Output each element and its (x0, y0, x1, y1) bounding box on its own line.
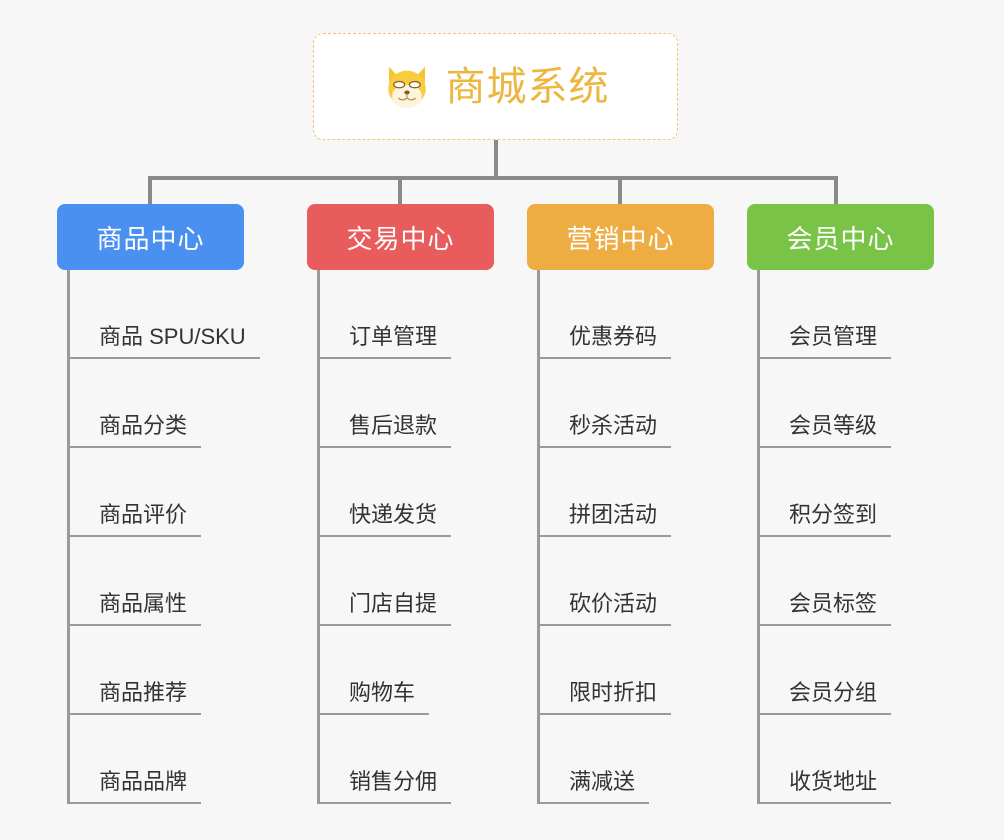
branch-items-1: 订单管理 售后退款 快递发货 门店自提 购物车 销售分佣 (307, 270, 494, 804)
list-item[interactable]: 优惠券码 (539, 270, 714, 359)
branch-header-label: 交易中心 (346, 223, 455, 254)
connector-drop-3 (618, 176, 622, 208)
branch-header-label: 商品中心 (96, 223, 205, 254)
list-item[interactable]: 会员等级 (759, 359, 934, 448)
branch-header-1[interactable]: 交易中心 (307, 204, 494, 270)
root-title: 商城系统 (445, 64, 610, 109)
list-item-label: 收货地址 (759, 769, 892, 804)
branch-column-3: 会员中心 会员管理 会员等级 积分签到 会员标签 会员分组 收货地址 (747, 204, 934, 804)
list-item[interactable]: 拼团活动 (539, 448, 714, 537)
list-item[interactable]: 商品 SPU/SKU (69, 270, 260, 359)
list-item-label: 销售分佣 (319, 769, 452, 804)
list-item-label: 会员管理 (759, 324, 892, 359)
connector-drop-4 (834, 176, 838, 208)
shiba-dog-icon (387, 66, 426, 108)
connector-root-stem (494, 140, 498, 178)
list-item-label: 商品品牌 (69, 769, 202, 804)
list-item[interactable]: 商品属性 (69, 537, 244, 626)
list-item-label: 优惠券码 (539, 324, 672, 359)
list-item[interactable]: 商品分类 (69, 359, 244, 448)
list-item[interactable]: 门店自提 (319, 537, 494, 626)
list-item[interactable]: 会员标签 (759, 537, 934, 626)
connector-drop-2 (398, 176, 402, 208)
branch-items-3: 会员管理 会员等级 积分签到 会员标签 会员分组 收货地址 (747, 270, 934, 804)
list-item[interactable]: 售后退款 (319, 359, 494, 448)
branch-column-2: 营销中心 优惠券码 秒杀活动 拼团活动 砍价活动 限时折扣 满减送 (527, 204, 714, 804)
connector-horizontal-bus (148, 176, 834, 180)
list-item-label: 售后退款 (319, 413, 452, 448)
list-item[interactable]: 收货地址 (759, 715, 934, 804)
list-item[interactable]: 订单管理 (319, 270, 494, 359)
list-item[interactable]: 会员管理 (759, 270, 934, 359)
branch-header-0[interactable]: 商品中心 (57, 204, 244, 270)
list-item-label: 拼团活动 (539, 502, 672, 537)
list-item-label: 订单管理 (319, 324, 452, 359)
list-item[interactable]: 商品评价 (69, 448, 244, 537)
branch-spine (537, 270, 540, 804)
list-item-label: 砍价活动 (539, 591, 672, 626)
branch-header-label: 营销中心 (566, 223, 675, 254)
branch-header-3[interactable]: 会员中心 (747, 204, 934, 270)
list-item-label: 商品推荐 (69, 680, 202, 715)
list-item[interactable]: 满减送 (539, 715, 714, 804)
list-item[interactable]: 购物车 (319, 626, 494, 715)
list-item[interactable]: 限时折扣 (539, 626, 714, 715)
list-item[interactable]: 秒杀活动 (539, 359, 714, 448)
list-item-label: 会员标签 (759, 591, 892, 626)
list-item[interactable]: 积分签到 (759, 448, 934, 537)
branch-items-2: 优惠券码 秒杀活动 拼团活动 砍价活动 限时折扣 满减送 (527, 270, 714, 804)
connector-drop-1 (148, 176, 152, 208)
list-item-label: 商品评价 (69, 502, 202, 537)
branch-spine (757, 270, 760, 804)
list-item-label: 快递发货 (319, 502, 452, 537)
branch-spine (317, 270, 320, 804)
list-item[interactable]: 商品品牌 (69, 715, 244, 804)
list-item[interactable]: 销售分佣 (319, 715, 494, 804)
list-item-label: 满减送 (539, 769, 650, 804)
list-item[interactable]: 商品推荐 (69, 626, 244, 715)
list-item-label: 商品属性 (69, 591, 202, 626)
list-item[interactable]: 会员分组 (759, 626, 934, 715)
branch-header-2[interactable]: 营销中心 (527, 204, 714, 270)
list-item-label: 限时折扣 (539, 680, 672, 715)
branch-spine (67, 270, 70, 804)
list-item-label: 秒杀活动 (539, 413, 672, 448)
list-item-label: 购物车 (319, 680, 430, 715)
branch-column-0: 商品中心 商品 SPU/SKU 商品分类 商品评价 商品属性 商品推荐 商品品牌 (57, 204, 260, 804)
branch-items-0: 商品 SPU/SKU 商品分类 商品评价 商品属性 商品推荐 商品品牌 (57, 270, 260, 804)
list-item-label: 商品分类 (69, 413, 202, 448)
list-item[interactable]: 砍价活动 (539, 537, 714, 626)
list-item-label: 商品 SPU/SKU (69, 324, 260, 359)
branch-header-label: 会员中心 (786, 223, 895, 254)
list-item-label: 会员等级 (759, 413, 892, 448)
list-item[interactable]: 快递发货 (319, 448, 494, 537)
list-item-label: 积分签到 (759, 502, 892, 537)
list-item-label: 会员分组 (759, 680, 892, 715)
list-item-label: 门店自提 (319, 591, 452, 626)
root-node[interactable]: 商城系统 (313, 33, 678, 140)
branch-column-1: 交易中心 订单管理 售后退款 快递发货 门店自提 购物车 销售分佣 (307, 204, 494, 804)
